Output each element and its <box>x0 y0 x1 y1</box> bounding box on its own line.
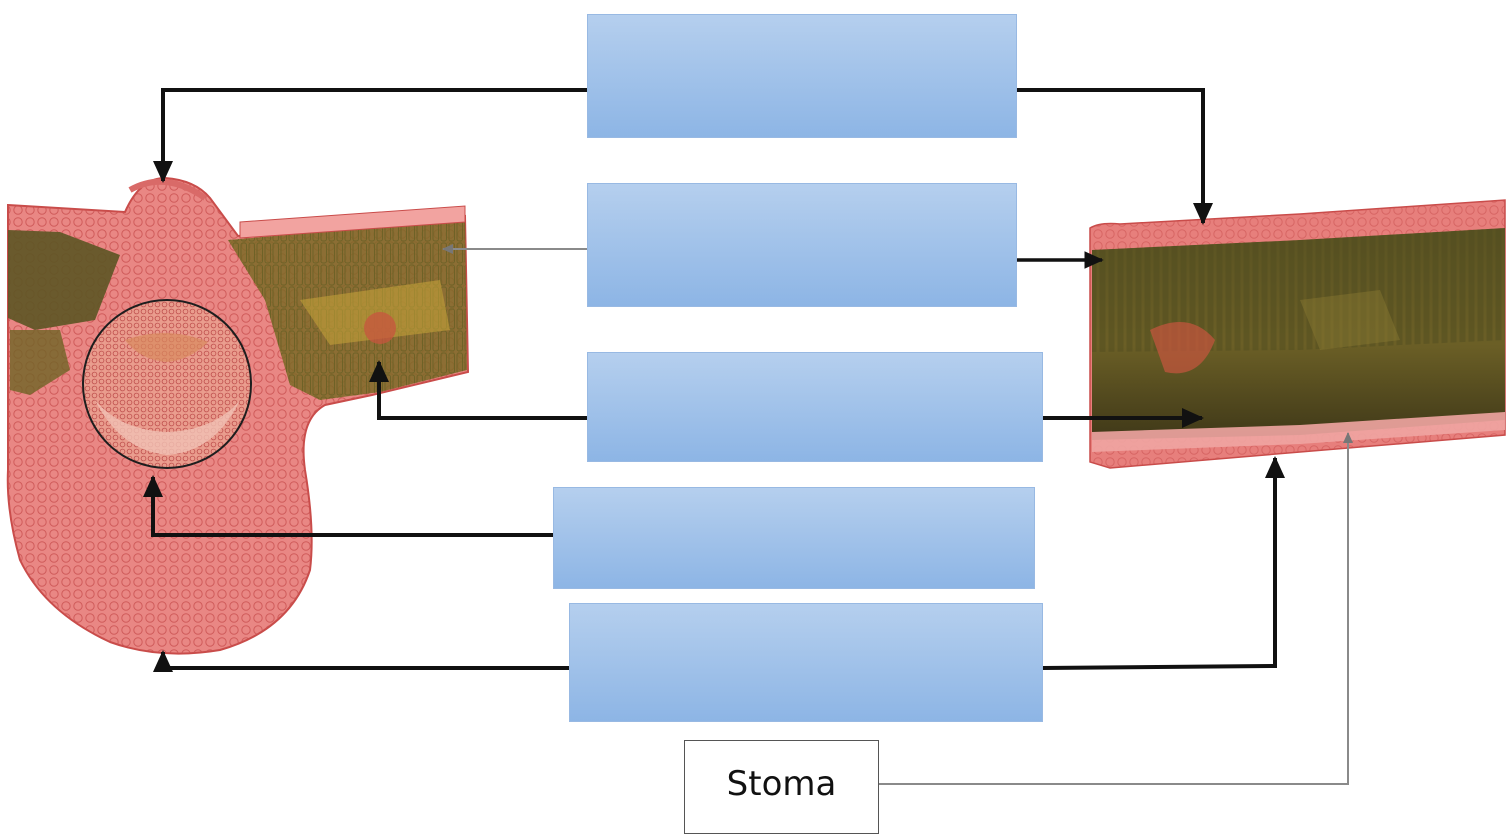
connector-arrows <box>143 88 1353 785</box>
label-box-4[interactable] <box>553 487 1035 589</box>
arrow-box4-to-vascular-bundle <box>143 475 553 537</box>
arrow-box1-to-midrib-epidermis <box>153 88 587 183</box>
arrow-box3-to-midrib-spongy <box>369 360 587 420</box>
lamina-cross-section-image <box>1089 199 1506 469</box>
stoma-label: Stoma <box>726 764 837 804</box>
arrow-box5-to-midrib-lower-epidermis <box>153 650 569 672</box>
midrib-cross-section-image <box>6 176 470 655</box>
arrow-box5-to-lamina-lower-epidermis <box>1042 456 1285 670</box>
arrow-stoma-to-lamina <box>879 432 1353 785</box>
label-box-1[interactable] <box>587 14 1017 138</box>
stoma-label-box: Stoma <box>684 740 879 834</box>
arrow-box1-to-lamina-epidermis <box>1016 88 1213 225</box>
label-box-5[interactable] <box>569 603 1043 722</box>
label-box-3[interactable] <box>587 352 1043 462</box>
label-box-2[interactable] <box>587 183 1017 307</box>
